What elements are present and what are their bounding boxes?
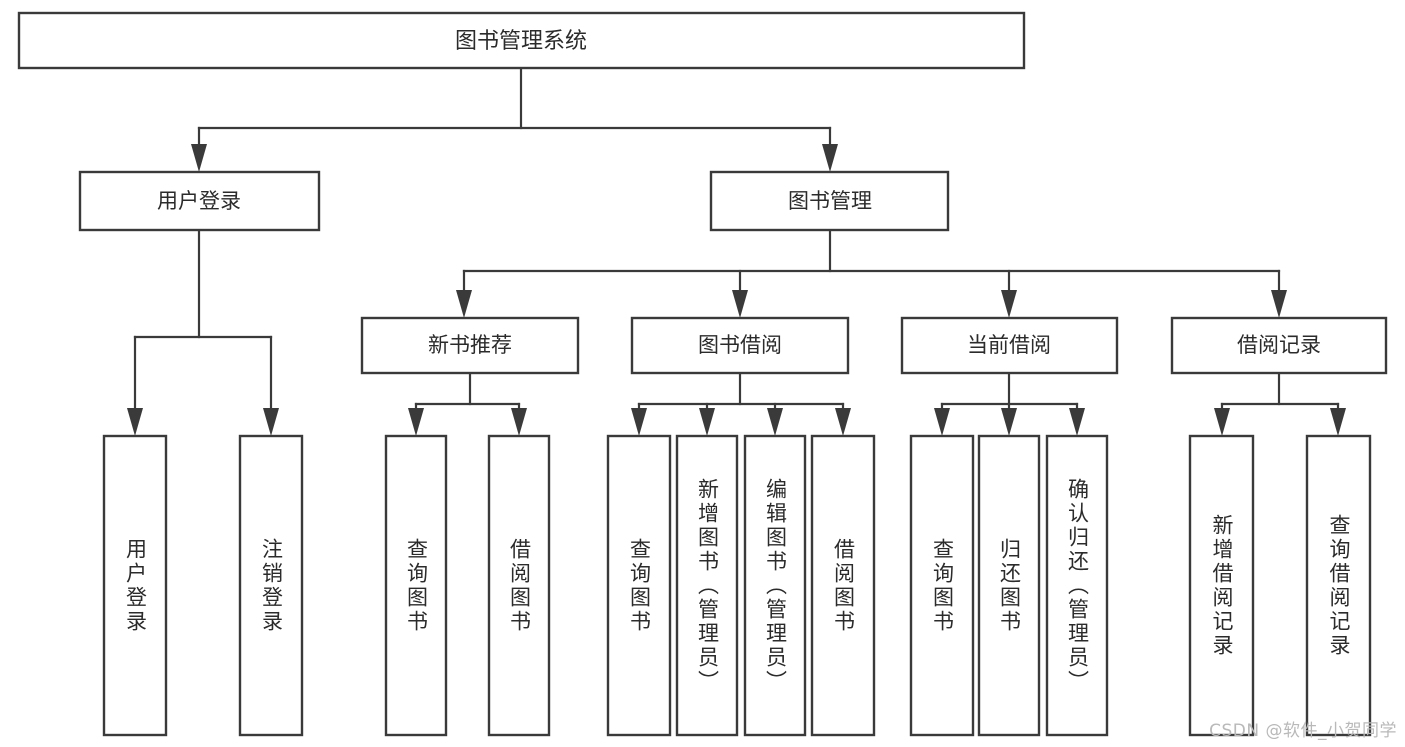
arrow-head-icon (631, 408, 647, 436)
arrow-head-icon (1271, 290, 1287, 318)
arrow-head-icon (1330, 408, 1346, 436)
arrow-head-icon (263, 408, 279, 436)
arrow-head-icon (767, 408, 783, 436)
arrow-head-icon (822, 144, 838, 172)
arrow-head-icon (1069, 408, 1085, 436)
arrow-head-icon (934, 408, 950, 436)
arrow-head-icon (191, 144, 207, 172)
node-borrow-record-label: 借阅记录 (1237, 333, 1321, 357)
node-leaf-edit-book[interactable] (743, 434, 807, 737)
connector-group-borrowrecord (1214, 371, 1346, 436)
arrow-head-icon (1001, 408, 1017, 436)
node-borrow-record[interactable] (1170, 316, 1388, 375)
node-leaf-add-record[interactable] (1188, 434, 1255, 737)
connector-group-userlogin (127, 228, 279, 436)
node-user-login[interactable] (78, 170, 321, 232)
node-leaf-user-login[interactable] (102, 434, 168, 737)
arrow-head-icon (835, 408, 851, 436)
node-book-manage-label: 图书管理 (788, 189, 872, 213)
arrow-head-icon (1001, 290, 1017, 318)
connector-group-currentborrow (934, 371, 1085, 436)
connector-group-bookborrow (631, 371, 851, 436)
node-root[interactable] (17, 11, 1026, 70)
node-leaf-return-book[interactable] (977, 434, 1041, 737)
arrow-head-icon (699, 408, 715, 436)
node-user-login-label: 用户登录 (157, 189, 241, 213)
arrow-head-icon (732, 290, 748, 318)
node-leaf-borrow-book-1[interactable] (487, 434, 551, 737)
arrow-head-icon (1214, 408, 1230, 436)
arrow-head-icon (511, 408, 527, 436)
node-leaf-borrow-book-2[interactable] (810, 434, 876, 737)
arrow-head-icon (456, 290, 472, 318)
connector-group-newbook (408, 371, 527, 436)
node-current-borrow-label: 当前借阅 (967, 333, 1051, 357)
arrow-head-icon (408, 408, 424, 436)
node-leaf-query-record[interactable] (1305, 434, 1372, 737)
node-book-borrow[interactable] (630, 316, 850, 375)
csdn-watermark: CSDN @软件_小贺同学 (1209, 721, 1397, 741)
node-leaf-logout-login[interactable] (238, 434, 304, 737)
node-leaf-query-book-3[interactable] (909, 434, 975, 737)
node-book-borrow-label: 图书借阅 (698, 333, 782, 357)
node-leaf-query-book-1[interactable] (384, 434, 448, 737)
node-root-label: 图书管理系统 (455, 29, 587, 54)
node-leaf-confirm-return[interactable] (1045, 434, 1109, 737)
node-new-book-recommend[interactable] (360, 316, 580, 375)
node-new-book-recommend-label: 新书推荐 (428, 333, 512, 357)
arrow-head-icon (127, 408, 143, 436)
node-leaf-add-book[interactable] (675, 434, 739, 737)
connector-group-bookmanage (456, 228, 1287, 318)
node-book-manage[interactable] (709, 170, 950, 232)
node-current-borrow[interactable] (900, 316, 1119, 375)
node-leaf-query-book-2[interactable] (606, 434, 672, 737)
connector-group-root (191, 66, 838, 172)
